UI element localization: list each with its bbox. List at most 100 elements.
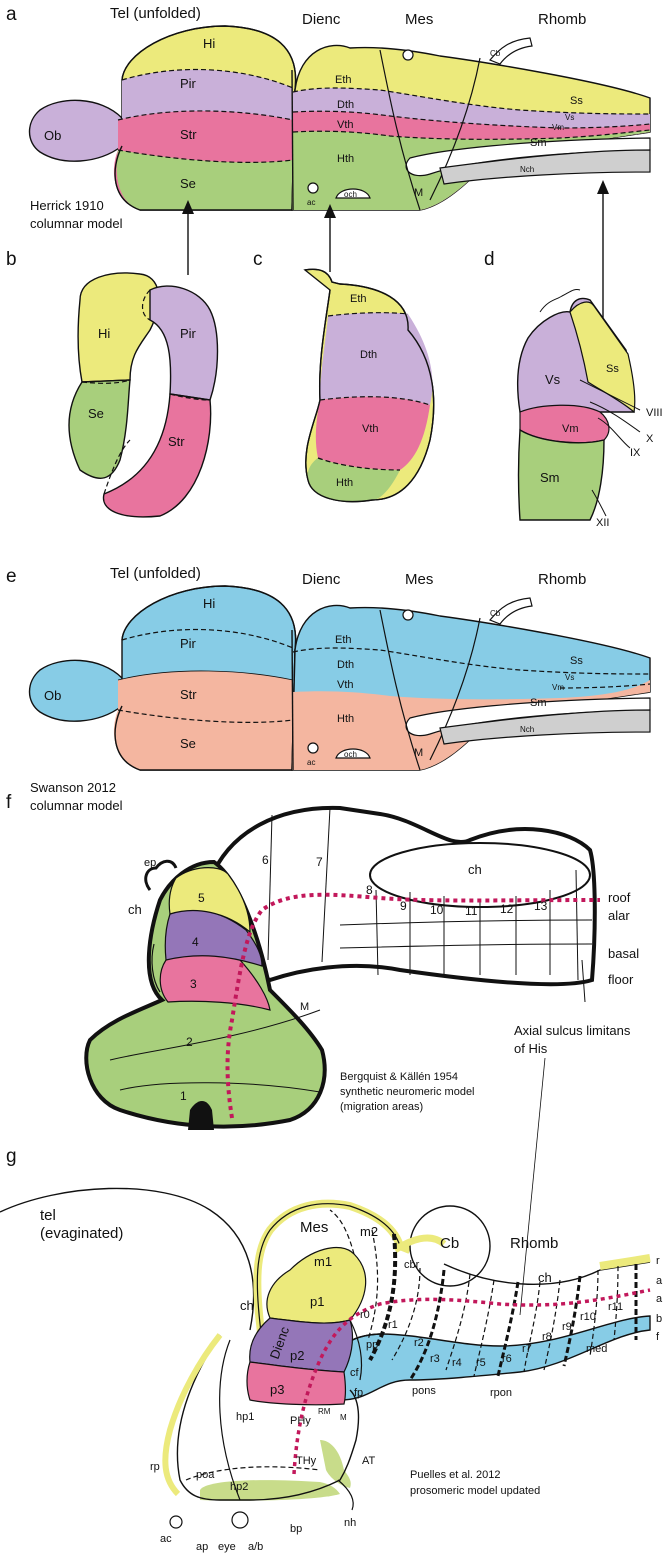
lbl-f-alar: alar (608, 908, 630, 923)
lbl-f-13: 13 (534, 899, 548, 913)
lbl-str: Str (180, 127, 197, 142)
g-hp2: hp2 (230, 1481, 248, 1493)
header-mes: Mes (405, 11, 433, 28)
lbl-c-eth: Eth (350, 293, 367, 305)
lbl-se: Se (180, 176, 196, 191)
header-dienc: Dienc (302, 11, 341, 28)
g-nh: nh (344, 1517, 356, 1529)
caption-e-line2: columnar model (30, 798, 123, 813)
g-pp: pp (366, 1339, 378, 1351)
g-r1: r1 (388, 1319, 398, 1331)
lbl-f-1: 1 (180, 1089, 187, 1103)
lbl-d-vs: Vs (545, 372, 561, 387)
e-lbl-pir: Pir (180, 636, 197, 651)
lbl-f-ch-left: ch (128, 902, 142, 917)
lbl-dth: Dth (337, 99, 354, 111)
lbl-f-axial-2: of His (514, 1041, 548, 1056)
g-m2: m2 (360, 1224, 378, 1239)
lbl-ss: Ss (570, 95, 583, 107)
lbl-hi: Hi (203, 36, 215, 51)
g-r3: r3 (430, 1353, 440, 1365)
panel-b: b Hi Pir Se Str (6, 249, 218, 517)
g-fp: fp (354, 1387, 363, 1399)
e-lbl-se: Se (180, 736, 196, 751)
g-r10: r10 (580, 1311, 596, 1323)
g-thy: THy (296, 1455, 317, 1467)
caption-e-line1: Swanson 2012 (30, 780, 116, 795)
lbl-f-4: 4 (192, 935, 199, 949)
lbl-f-axial-1: Axial sulcus limitans (514, 1023, 631, 1038)
g-r11: r11 (608, 1301, 623, 1313)
e-lbl-ss: Ss (570, 655, 583, 667)
g-tel-2: (evaginated) (40, 1225, 123, 1242)
e-header-tel: Tel (unfolded) (110, 565, 201, 582)
lbl-f-5: 5 (198, 891, 205, 905)
e-lbl-ac: ac (307, 758, 315, 767)
lbl-f-11: 11 (465, 904, 478, 918)
panel-letter-b: b (6, 249, 17, 270)
g-edge-r: r (656, 1255, 660, 1267)
g-p2: p2 (290, 1348, 304, 1363)
lbl-d-sm: Sm (540, 470, 560, 485)
lbl-ac: ac (307, 198, 315, 207)
g-r6: r6 (502, 1353, 512, 1365)
e-lbl-och: och (344, 750, 357, 759)
e-lbl-hth: Hth (337, 713, 354, 725)
g-r8: r8 (542, 1331, 552, 1343)
lbl-d-xii: XII (596, 517, 609, 529)
g-pons: pons (412, 1385, 436, 1397)
header-tel: Tel (unfolded) (110, 5, 201, 22)
lbl-b-se: Se (88, 406, 104, 421)
lbl-pir: Pir (180, 76, 197, 91)
e-header-rhomb: Rhomb (538, 571, 586, 588)
e-lbl-vs: Vs (565, 673, 574, 682)
g-r7: r7 (522, 1343, 532, 1355)
lbl-b-pir: Pir (180, 326, 197, 341)
lbl-f-12: 12 (500, 902, 514, 916)
g-edge-a1: a (656, 1275, 663, 1287)
g-cf: cf (350, 1367, 360, 1379)
g-at: AT (362, 1455, 376, 1467)
lbl-b-hi: Hi (98, 326, 110, 341)
header-rhomb: Rhomb (538, 11, 586, 28)
g-bp: bp (290, 1523, 302, 1535)
lbl-f-ch-top: ch (468, 862, 482, 877)
lbl-c-vth: Vth (362, 423, 379, 435)
e-lbl-vth: Vth (337, 679, 354, 691)
lbl-c-hth: Hth (336, 477, 353, 489)
g-ac: ac (160, 1533, 172, 1545)
e-lbl-sm: Sm (530, 697, 547, 709)
lbl-f-3: 3 (190, 977, 197, 991)
panel-d: d Ss Vs Vm Sm VIII X IX XII (484, 249, 663, 529)
e-lbl-cb: Cb (490, 609, 501, 618)
g-r0: r0 (360, 1309, 370, 1321)
g-ch: ch (538, 1270, 552, 1285)
g-tel-1: tel (40, 1207, 56, 1224)
lbl-d-viii: VIII (646, 407, 663, 419)
e-lbl-nch: Nch (520, 725, 534, 734)
lbl-b-str: Str (168, 434, 185, 449)
lbl-f-10: 10 (430, 903, 444, 917)
panel-c: c Eth Dth Vth Hth (253, 249, 434, 502)
g-ch-left: ch (240, 1298, 254, 1313)
g-poa: poa (196, 1469, 215, 1481)
g-rpon: rpon (490, 1387, 512, 1399)
e-lbl-str: Str (180, 687, 197, 702)
g-med: med (586, 1343, 607, 1355)
lbl-f-6: 6 (262, 853, 269, 867)
panel-letter-f: f (6, 792, 12, 813)
g-r9: r9 (562, 1321, 572, 1333)
caption-f-line2: synthetic neuromeric model (340, 1086, 475, 1098)
e-lbl-ob: Ob (44, 688, 61, 703)
lbl-f-8: 8 (366, 883, 373, 897)
lbl-f-roof: roof (608, 890, 631, 905)
panel-g: g (0, 1146, 663, 1553)
caption-f-line1: Bergquist & Källén 1954 (340, 1071, 458, 1083)
lbl-och: och (344, 190, 357, 199)
e-lbl-m: M (414, 747, 423, 759)
lbl-sm: Sm (530, 137, 547, 149)
lbl-m: M (414, 187, 423, 199)
e-lbl-eth: Eth (335, 634, 352, 646)
g-ab: a/b (248, 1541, 263, 1553)
